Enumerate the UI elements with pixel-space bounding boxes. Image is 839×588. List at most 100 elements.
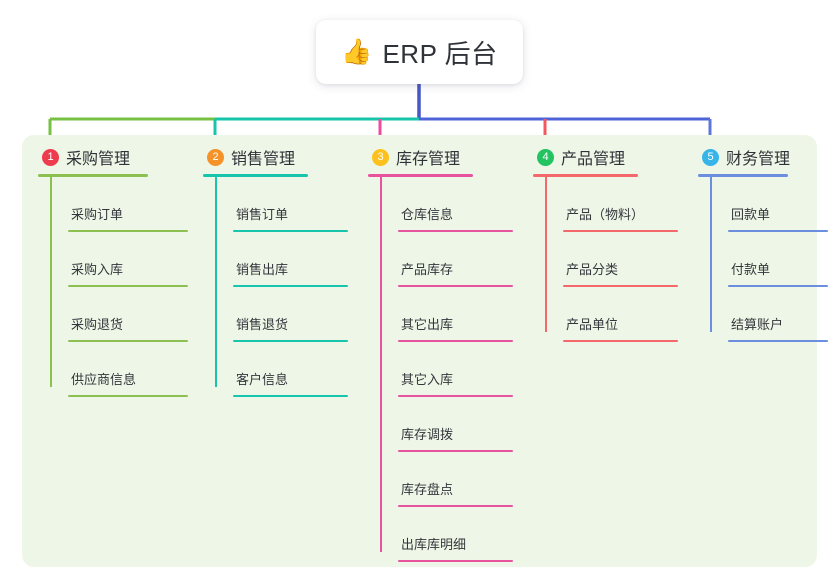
column-3: 3 库存管理仓库信息产品库存其它出库其它入库库存调拨库存盘点出库库明细 xyxy=(368,146,513,562)
leaf-item-rule xyxy=(68,340,188,342)
leaf-item-rule xyxy=(398,230,513,232)
root-title: ERP 后台 xyxy=(382,38,498,69)
leaf-item[interactable]: 采购订单 xyxy=(50,177,188,232)
column-header-rule xyxy=(533,174,638,177)
leaf-item-label: 产品单位 xyxy=(566,317,619,332)
column-number-badge: 1 xyxy=(42,148,59,166)
leaf-item-label: 采购订单 xyxy=(71,207,124,222)
leaf-item-label: 其它入库 xyxy=(401,372,454,387)
column-item-list: 回款单付款单结算账户 xyxy=(698,177,828,342)
leaf-item[interactable]: 产品分类 xyxy=(545,232,678,287)
column-spine xyxy=(215,177,217,387)
column-header-1[interactable]: 1 采购管理 xyxy=(38,146,188,168)
leaf-item-label: 出库库明细 xyxy=(401,537,467,552)
leaf-item-label: 产品分类 xyxy=(566,262,619,277)
diagram-panel xyxy=(22,135,817,567)
column-number-badge: 3 xyxy=(372,148,389,166)
leaf-item-label: 销售订单 xyxy=(236,207,289,222)
leaf-item[interactable]: 结算账户 xyxy=(710,287,828,342)
column-header-3[interactable]: 3 库存管理 xyxy=(368,146,513,168)
leaf-item-rule xyxy=(398,505,513,507)
leaf-item-label: 采购入库 xyxy=(71,262,124,277)
leaf-item[interactable]: 供应商信息 xyxy=(50,342,188,397)
column-spine xyxy=(710,177,712,332)
leaf-item[interactable]: 回款单 xyxy=(710,177,828,232)
leaf-item-rule xyxy=(398,395,513,397)
leaf-item[interactable]: 库存盘点 xyxy=(380,452,513,507)
leaf-item-label: 仓库信息 xyxy=(401,207,454,222)
leaf-item-label: 回款单 xyxy=(731,207,771,222)
leaf-item[interactable]: 采购入库 xyxy=(50,232,188,287)
leaf-item-rule xyxy=(233,340,348,342)
column-header-rule xyxy=(368,174,473,177)
column-spine xyxy=(380,177,382,552)
leaf-item[interactable]: 销售订单 xyxy=(215,177,348,232)
leaf-item-rule xyxy=(563,285,678,287)
leaf-item[interactable]: 付款单 xyxy=(710,232,828,287)
leaf-item[interactable]: 采购退货 xyxy=(50,287,188,342)
leaf-item[interactable]: 库存调拨 xyxy=(380,397,513,452)
root-node[interactable]: 👍 ERP 后台 xyxy=(316,20,523,84)
column-title: 财务管理 xyxy=(726,151,791,168)
column-title: 销售管理 xyxy=(231,151,296,168)
leaf-item[interactable]: 产品单位 xyxy=(545,287,678,342)
column-number-badge: 5 xyxy=(702,148,719,166)
leaf-item-rule xyxy=(68,230,188,232)
column-title: 采购管理 xyxy=(66,151,131,168)
leaf-item-label: 结算账户 xyxy=(731,317,784,332)
column-number-badge: 2 xyxy=(207,148,224,166)
column-header-rule xyxy=(698,174,788,177)
leaf-item-label: 采购退货 xyxy=(71,317,124,332)
column-header-4[interactable]: 4 产品管理 xyxy=(533,146,678,168)
column-item-list: 销售订单销售出库销售退货客户信息 xyxy=(203,177,348,397)
column-item-list: 采购订单采购入库采购退货供应商信息 xyxy=(38,177,188,397)
leaf-item-rule xyxy=(728,230,828,232)
leaf-item-rule xyxy=(68,285,188,287)
leaf-item-label: 库存调拨 xyxy=(401,427,454,442)
leaf-item-rule xyxy=(398,450,513,452)
column-2: 2 销售管理销售订单销售出库销售退货客户信息 xyxy=(203,146,348,397)
leaf-item[interactable]: 其它入库 xyxy=(380,342,513,397)
leaf-item-rule xyxy=(728,340,828,342)
column-title: 库存管理 xyxy=(396,151,461,168)
leaf-item[interactable]: 客户信息 xyxy=(215,342,348,397)
column-header-2[interactable]: 2 销售管理 xyxy=(203,146,348,168)
leaf-item-rule xyxy=(398,560,513,562)
column-item-list: 仓库信息产品库存其它出库其它入库库存调拨库存盘点出库库明细 xyxy=(368,177,513,562)
leaf-item-label: 销售退货 xyxy=(236,317,289,332)
thumbs-up-icon: 👍 xyxy=(341,37,373,66)
leaf-item-label: 客户信息 xyxy=(236,372,289,387)
leaf-item[interactable]: 产品库存 xyxy=(380,232,513,287)
leaf-item-rule xyxy=(563,340,678,342)
leaf-item-label: 供应商信息 xyxy=(71,372,137,387)
leaf-item-label: 销售出库 xyxy=(236,262,289,277)
column-1: 1 采购管理采购订单采购入库采购退货供应商信息 xyxy=(38,146,188,397)
leaf-item[interactable]: 其它出库 xyxy=(380,287,513,342)
column-header-rule xyxy=(203,174,308,177)
column-spine xyxy=(545,177,547,332)
leaf-item-rule xyxy=(398,285,513,287)
leaf-item[interactable]: 销售出库 xyxy=(215,232,348,287)
leaf-item-rule xyxy=(398,340,513,342)
column-5: 5 财务管理回款单付款单结算账户 xyxy=(698,146,828,342)
leaf-item-rule xyxy=(68,395,188,397)
column-item-list: 产品（物料） 产品分类产品单位 xyxy=(533,177,678,342)
column-title: 产品管理 xyxy=(561,151,626,168)
leaf-item-rule xyxy=(233,230,348,232)
leaf-item[interactable]: 出库库明细 xyxy=(380,507,513,562)
column-spine xyxy=(50,177,52,387)
leaf-item-rule xyxy=(233,285,348,287)
leaf-item-rule xyxy=(728,285,828,287)
leaf-item[interactable]: 产品（物料） xyxy=(545,177,678,232)
leaf-item-label: 其它出库 xyxy=(401,317,454,332)
leaf-item-label: 付款单 xyxy=(731,262,771,277)
leaf-item[interactable]: 销售退货 xyxy=(215,287,348,342)
column-number-badge: 4 xyxy=(537,148,554,166)
leaf-item-label: 产品库存 xyxy=(401,262,454,277)
leaf-item[interactable]: 仓库信息 xyxy=(380,177,513,232)
leaf-item-rule xyxy=(233,395,348,397)
column-header-rule xyxy=(38,174,148,177)
leaf-item-label: 产品（物料） xyxy=(566,207,645,222)
column-header-5[interactable]: 5 财务管理 xyxy=(698,146,828,168)
